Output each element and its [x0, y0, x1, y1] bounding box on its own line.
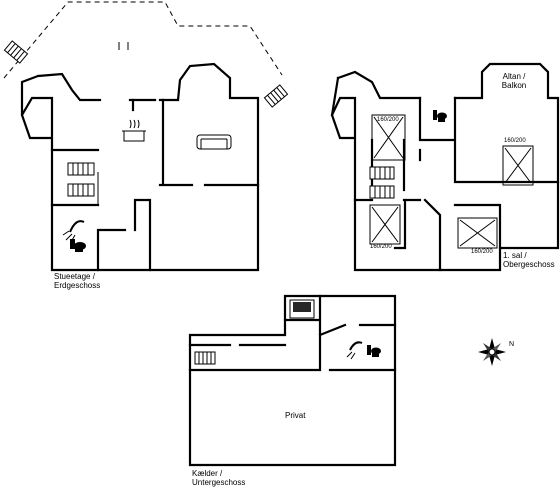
toilet-icon — [433, 110, 447, 122]
basement-outer-walls — [188, 294, 397, 467]
ground-floor-label-line1: Stueetage / — [54, 272, 95, 281]
first-interior-walls — [353, 96, 560, 272]
basement-plan — [188, 294, 397, 467]
first-outer-walls — [330, 62, 560, 272]
compass-north-label: N — [509, 341, 515, 348]
stairs-icon — [369, 166, 395, 199]
bed-outline — [457, 217, 498, 249]
compass-icon — [478, 338, 506, 366]
shower-icon — [62, 220, 85, 243]
terrace-outline — [3, 1, 283, 79]
basement-label: Kælder / Untergeschoss — [192, 469, 245, 487]
balcony-label-line1: Altan / — [502, 72, 526, 81]
sofa-icon — [196, 134, 232, 150]
bed-size-label: 160/200 — [377, 117, 399, 123]
stairs-icon — [194, 351, 216, 365]
stairs-icon — [3, 40, 29, 64]
private-room-label: Privat — [285, 411, 306, 420]
basement-interior-walls — [188, 294, 397, 372]
bed-size-label: 160/200 — [471, 249, 493, 255]
balcony-label: Altan / Balkon — [492, 72, 536, 90]
first-floor-label-line1: 1. sal / — [503, 251, 527, 260]
toilet-icon — [70, 239, 86, 252]
first-floor-plan — [330, 62, 560, 272]
basement-label-line2: Untergeschoss — [192, 478, 246, 487]
bed-size-label: 160/200 — [504, 138, 526, 144]
ground-floor-label-line2: Erdgeschoss — [54, 281, 101, 290]
toilet-icon — [367, 345, 381, 357]
ground-floor-label: Stueetage / Erdgeschoss — [54, 272, 100, 290]
bed-outline — [369, 204, 401, 245]
basement-label-line1: Kælder / — [192, 469, 223, 478]
bed-size-label: 160/200 — [370, 244, 392, 250]
stairs-icon — [67, 162, 95, 197]
first-floor-label: 1. sal / Obergeschoss — [503, 251, 555, 269]
ground-floor-plan — [3, 1, 289, 272]
first-floor-label-line2: Obergeschoss — [503, 260, 555, 269]
shower-icon — [346, 341, 363, 360]
stairs-icon — [263, 84, 289, 108]
ground-outer-walls — [20, 62, 260, 272]
stove-icon — [122, 119, 146, 142]
bed-outline — [502, 145, 534, 186]
balcony-label-line2: Balkon — [501, 81, 527, 90]
sauna-icon — [289, 299, 315, 319]
